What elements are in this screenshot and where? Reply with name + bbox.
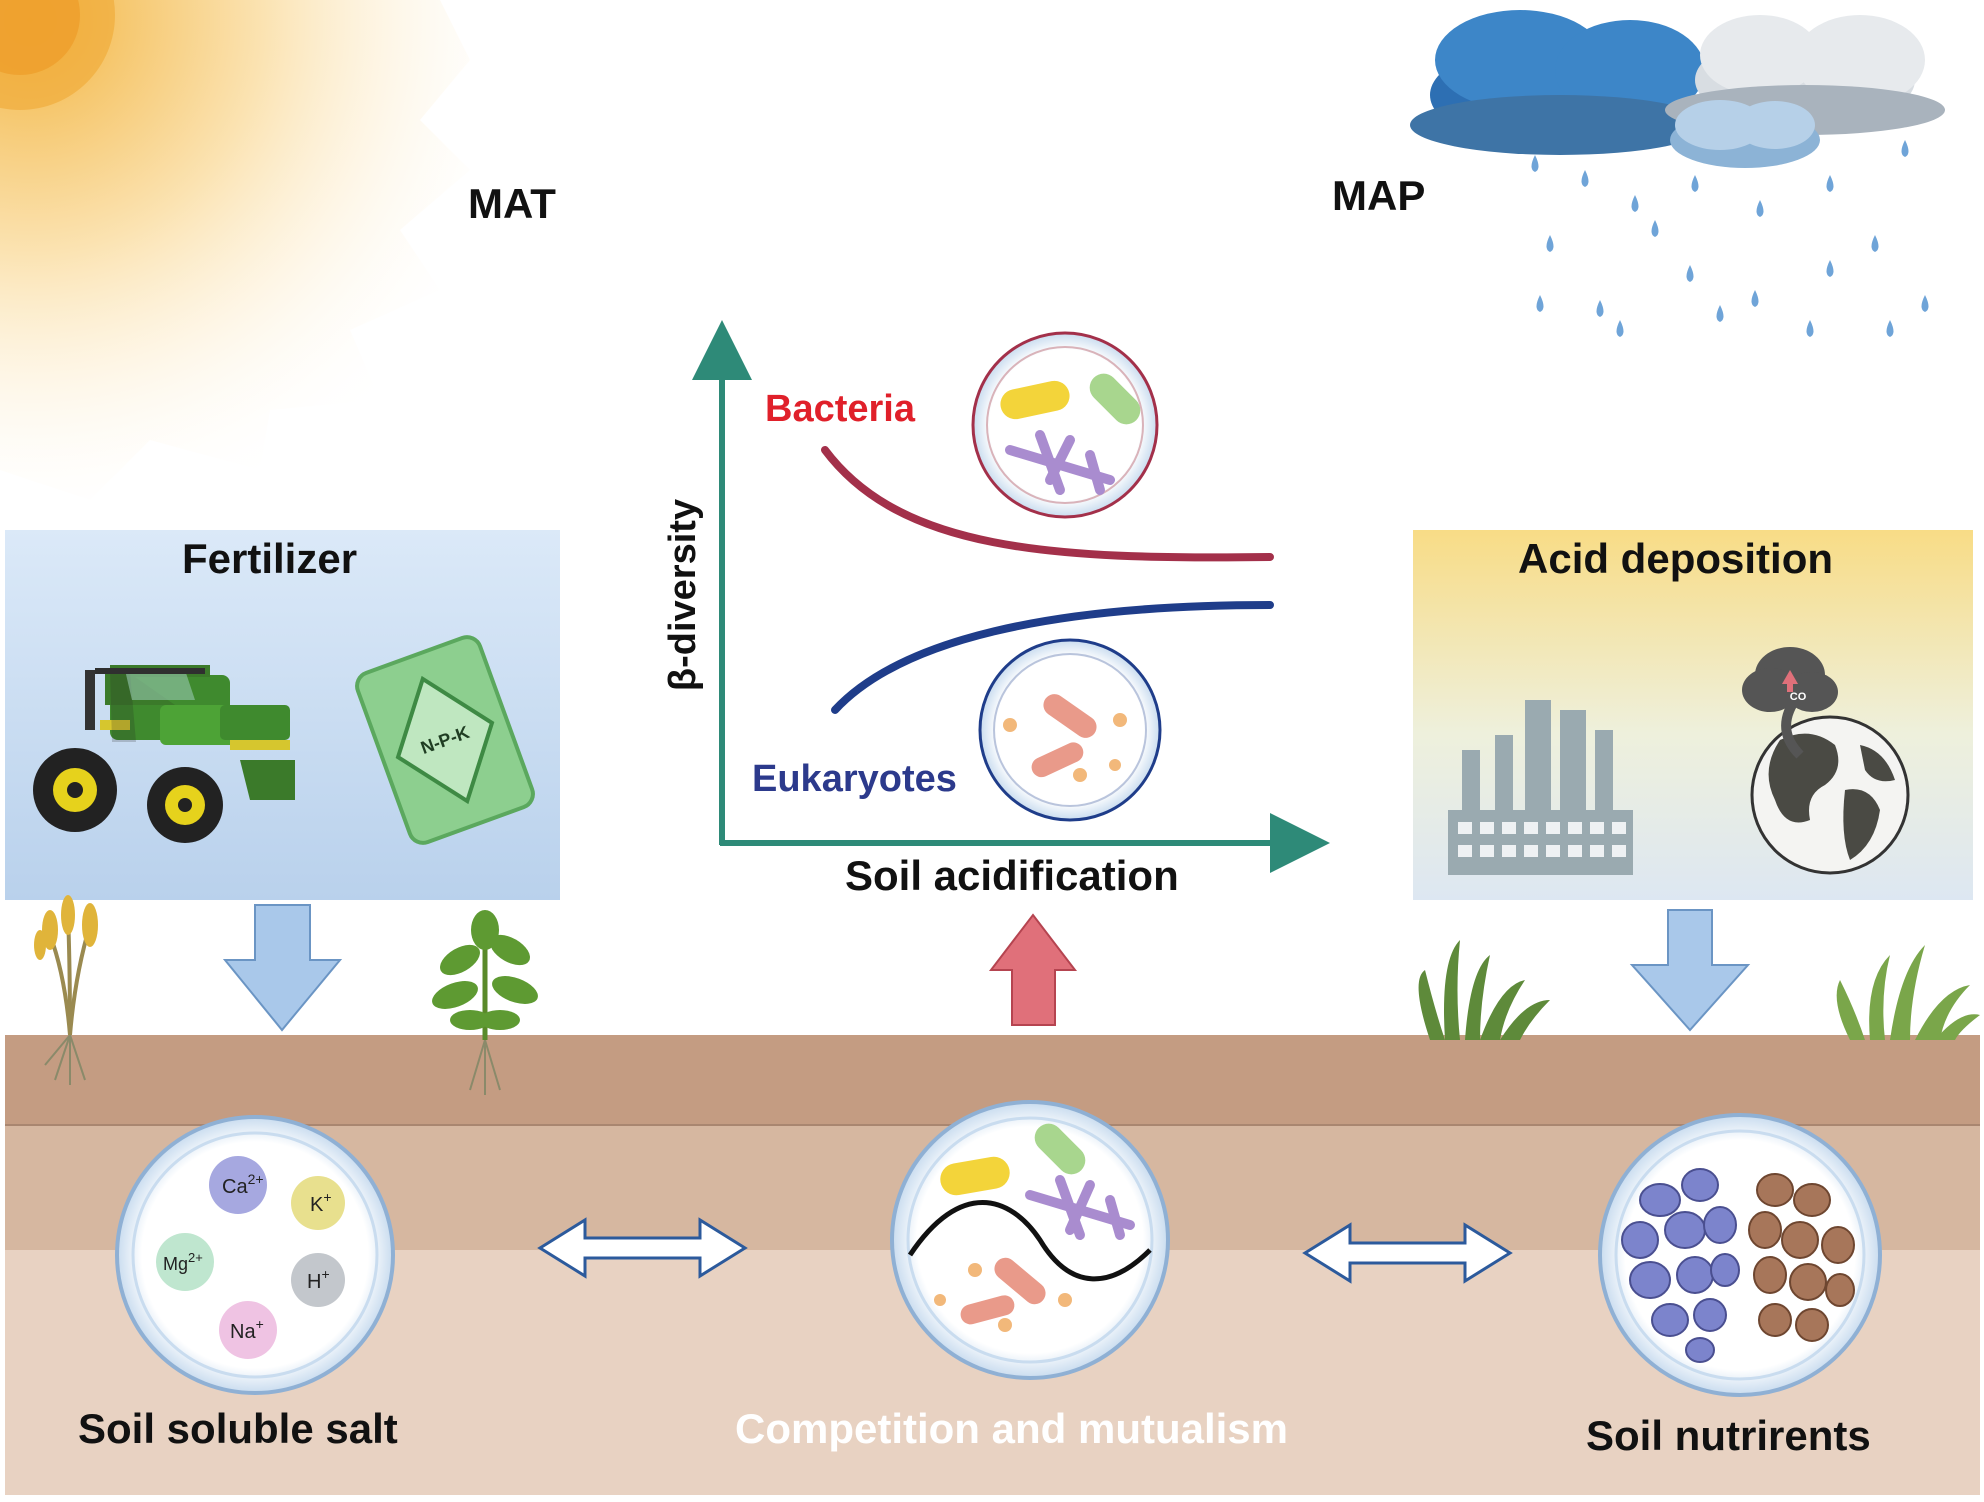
soil-nutrients-label: Soil nutrirents bbox=[1586, 1412, 1871, 1459]
soil-nutrient-dish-icon bbox=[1598, 1113, 1882, 1397]
grass-right-icon bbox=[1836, 945, 1980, 1040]
co2-cloud-icon: CO bbox=[1742, 647, 1838, 759]
acid-down-arrow bbox=[1629, 909, 1751, 1032]
bacteria-curve bbox=[821, 446, 1274, 562]
ion-ca: Ca2+ bbox=[222, 1171, 264, 1198]
double-arrow-left bbox=[537, 1217, 748, 1279]
mat-label: MAT bbox=[468, 180, 556, 227]
eukaryotes-label: Eukaryotes bbox=[752, 758, 957, 800]
ion-k: K+ bbox=[310, 1189, 332, 1216]
soybean-plant-icon bbox=[432, 910, 538, 1095]
fertilizer-down-arrow bbox=[222, 904, 343, 1032]
competition-label: Competition and mutualism bbox=[735, 1405, 1289, 1452]
microbe-dish-icon bbox=[890, 1100, 1170, 1380]
beta-diversity-chart bbox=[692, 320, 1330, 873]
factory-icon bbox=[1448, 700, 1633, 875]
fertilizer-bag-icon: N-P-K bbox=[355, 635, 535, 845]
double-arrow-right bbox=[1302, 1222, 1513, 1284]
sun-icon bbox=[0, 0, 470, 500]
ion-na: Na+ bbox=[230, 1316, 264, 1343]
y-axis-label: β-diversity bbox=[662, 499, 704, 691]
eukaryote-dish-icon bbox=[978, 638, 1162, 822]
fertilizer-label: Fertilizer bbox=[182, 535, 358, 582]
acid-deposition-label: Acid deposition bbox=[1518, 535, 1833, 582]
wheat-plant-icon bbox=[34, 895, 98, 1085]
soil-soluble-salt-label: Soil soluble salt bbox=[78, 1405, 398, 1452]
tractor-icon bbox=[33, 665, 295, 843]
map-label: MAP bbox=[1332, 172, 1426, 219]
soluble-salt-dish-icon: Ca2+ K+ Mg2+ H+ Na+ bbox=[115, 1115, 395, 1395]
co2-label: CO bbox=[1790, 691, 1807, 703]
ion-mg: Mg2+ bbox=[163, 1250, 203, 1274]
eukaryote-curve bbox=[831, 601, 1274, 714]
bacteria-label: Bacteria bbox=[765, 388, 915, 430]
ion-h: H+ bbox=[307, 1266, 330, 1293]
globe-icon bbox=[1750, 715, 1910, 875]
x-axis-label: Soil acidification bbox=[845, 852, 1179, 899]
bacteria-dish-icon bbox=[971, 331, 1159, 519]
grass-left-icon bbox=[1418, 940, 1550, 1040]
rain-cloud-icon bbox=[1410, 10, 1945, 337]
up-arrow bbox=[988, 913, 1078, 1026]
